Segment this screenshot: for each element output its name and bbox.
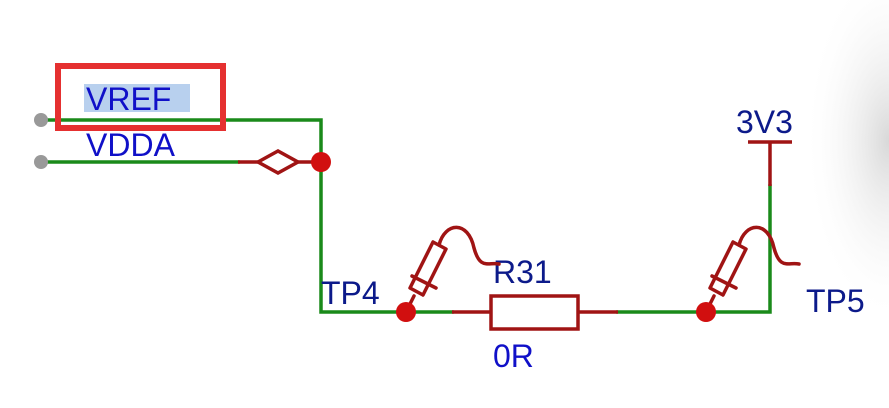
test-point-probe-icon[interactable] <box>704 225 801 314</box>
vdda-pin-end[interactable] <box>34 155 48 169</box>
vref-pin-end[interactable] <box>34 113 48 127</box>
canvas-edge-shade <box>700 0 889 403</box>
annotation-highlight-box <box>55 63 226 131</box>
vref-net-label[interactable]: VREF <box>86 81 171 117</box>
vref-selection-highlight <box>84 84 190 112</box>
tp4-designator[interactable]: TP4 <box>321 275 380 311</box>
junction-dot[interactable] <box>396 302 416 322</box>
power-bar-icon[interactable] <box>748 140 792 186</box>
diamond-port-icon[interactable] <box>238 149 321 175</box>
vdda-net-label[interactable]: VDDA <box>86 127 176 163</box>
power-net-label[interactable]: 3V3 <box>736 104 793 140</box>
tp5-designator[interactable]: TP5 <box>806 283 865 319</box>
r31-value[interactable]: 0R <box>493 338 534 374</box>
test-point-probe-icon[interactable] <box>404 225 501 314</box>
wire-tp5-3v3[interactable] <box>704 184 772 314</box>
wire-vref[interactable] <box>40 118 408 314</box>
junction-dot[interactable] <box>696 302 716 322</box>
junction-dot[interactable] <box>311 152 331 172</box>
r31-designator[interactable]: R31 <box>493 254 552 290</box>
resistor-icon[interactable] <box>452 294 618 331</box>
